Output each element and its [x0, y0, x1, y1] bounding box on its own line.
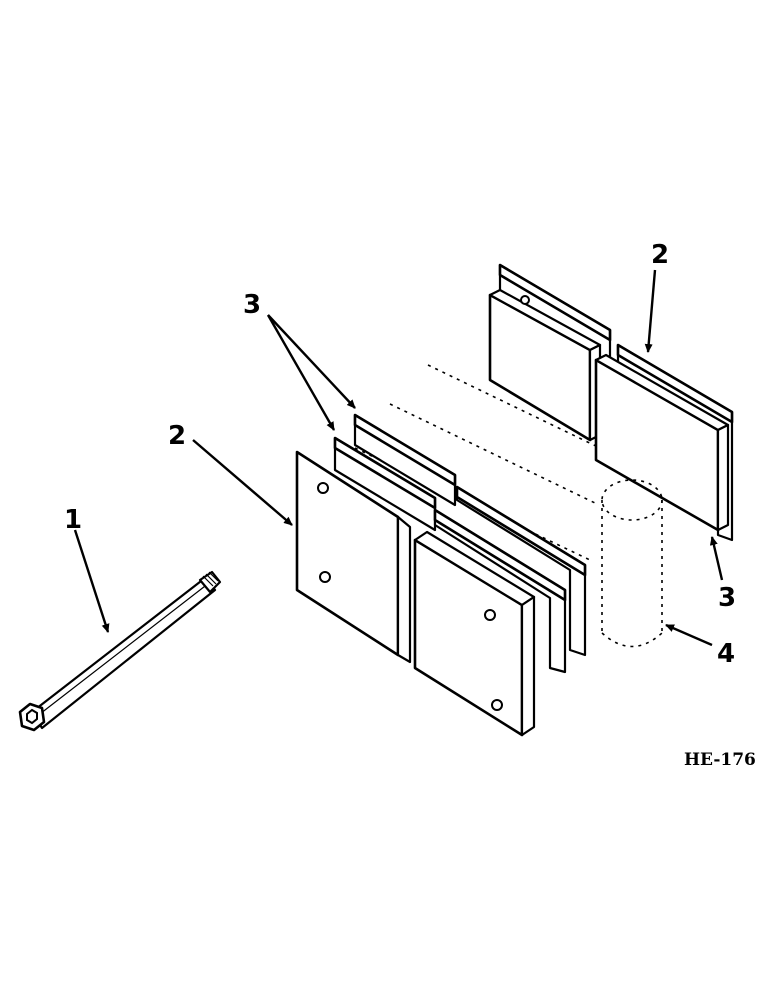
figure-id: HE-176 — [684, 750, 756, 770]
callout-2-left: 2 — [168, 421, 186, 451]
shim-icon — [333, 413, 587, 674]
wear-plate-icon — [295, 450, 536, 737]
wear-plate-icon — [488, 263, 734, 542]
callout-1: 1 — [64, 505, 82, 535]
bolt-icon — [18, 570, 222, 732]
spacer-tube-icon — [601, 479, 663, 648]
callout-3-right: 3 — [718, 583, 736, 613]
leader-lines — [73, 269, 724, 647]
callout-3-left: 3 — [243, 290, 261, 320]
callout-2-right: 2 — [651, 240, 669, 270]
callout-4: 4 — [717, 639, 735, 669]
